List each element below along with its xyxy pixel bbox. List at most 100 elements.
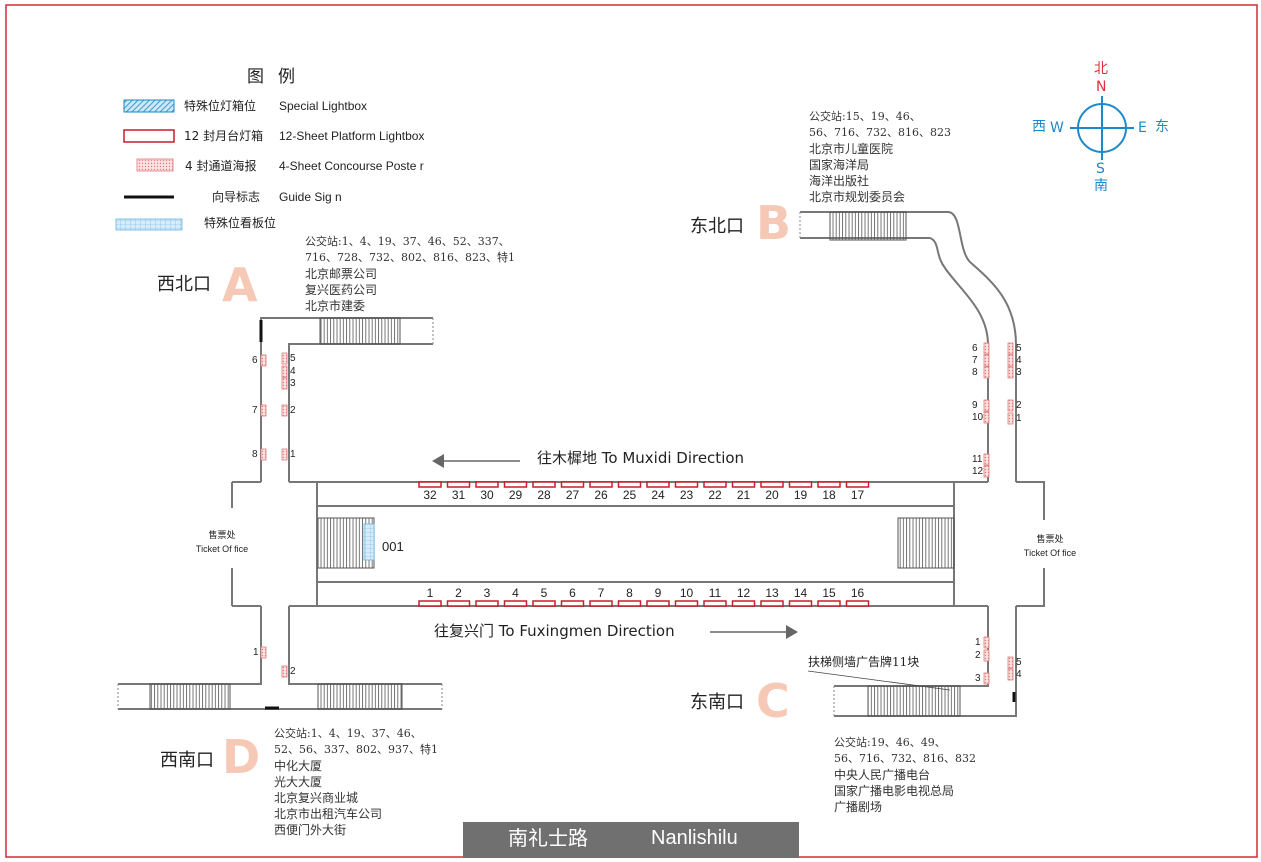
exit-a-landmark: 北京市建委	[305, 299, 366, 313]
corridor-b-right-poster-2	[1007, 399, 1014, 412]
platform-lightbox-29	[503, 481, 528, 488]
arrow-left-icon	[432, 454, 444, 468]
station-bar	[463, 822, 799, 858]
station-name-en: Nanlishilu	[651, 827, 738, 849]
corridor-c-left-number-3: 3	[975, 673, 981, 684]
legend-special-board-cn: 特殊位看板位	[204, 216, 277, 230]
platform-number-11: 11	[708, 586, 722, 600]
platform-number-24: 24	[651, 488, 665, 502]
platform-lightbox-19	[788, 481, 813, 488]
platform-number-27: 27	[565, 488, 580, 502]
legend-special-lightbox-swatch	[123, 99, 175, 113]
platform-number-25: 25	[622, 488, 637, 502]
compass-west-cn: 西	[1032, 119, 1046, 135]
platform-number-8: 8	[626, 586, 633, 600]
exit-b-bus-info: 公交站:15、19、46、 56、716、732、816、823 北京市儿童医院…	[809, 109, 951, 205]
platform-number-3: 3	[483, 586, 491, 600]
exit-b-landmark: 北京市儿童医院	[809, 142, 894, 156]
exit-openings	[117, 212, 835, 716]
arrow-right-icon	[786, 625, 798, 639]
platform-lightbox-28	[532, 481, 556, 488]
platform-number-26: 26	[594, 488, 608, 502]
legend-special-board-swatch	[115, 218, 183, 231]
platform-lightbox-27	[560, 481, 585, 488]
legend-platform-lightbox-en: 12-Sheet Platform Lightbox	[279, 129, 425, 143]
platform-lightboxes-top	[418, 481, 870, 488]
platform-lightbox-14	[788, 600, 813, 607]
platform-lightboxes-bottom	[418, 600, 870, 607]
platform-lightbox-24	[646, 481, 670, 488]
platform-lightbox-12	[731, 600, 756, 607]
platform-number-13: 13	[765, 586, 779, 600]
platform-lightbox-20	[760, 481, 784, 488]
platform-lightbox-30	[475, 481, 499, 488]
corridor-a-right-number-5: 5	[290, 353, 296, 364]
legend-platform-lightbox-swatch	[123, 129, 175, 143]
corridor-b-left-number-10: 10	[972, 412, 984, 423]
corridor-b-left-number-7: 7	[972, 355, 978, 366]
platform-lightbox-10	[674, 600, 699, 607]
platform-number-9: 9	[654, 586, 662, 600]
platform-lightbox-18	[817, 481, 841, 488]
direction-arrows	[432, 454, 798, 639]
direction-fuxingmen: 往复兴门 To Fuxingmen Direction	[434, 622, 675, 640]
exit-d-bus-line: 52、56、337、802、937、特1	[274, 743, 438, 756]
compass-icon	[1070, 96, 1134, 160]
ticket-office-west: 售票处 Ticket Of fice	[188, 530, 256, 556]
ticket-office-east-cn: 售票处	[1036, 535, 1064, 545]
exit-b-letter: B	[756, 196, 792, 250]
corridor-a-right-poster-2	[281, 404, 288, 417]
platform-lightbox-6	[560, 600, 585, 607]
exit-c-name: 东南口	[690, 692, 744, 713]
platform-lightbox-7	[589, 600, 613, 607]
legend-guide-sign-cn: 向导标志	[212, 190, 261, 204]
legend-special-lightbox-en: Special Lightbox	[279, 99, 368, 113]
exit-a-bus-line: 公交站:1、4、19、37、46、52、337、	[305, 235, 510, 248]
exit-c-bus-line: 56、716、732、816、832	[834, 752, 976, 765]
corridor-c-left-number-1: 1	[975, 637, 981, 648]
platform-number-14: 14	[793, 586, 808, 600]
corridor-b-left-poster-9	[983, 399, 990, 412]
ticket-office-east-en: Ticket Of fice	[1023, 548, 1077, 558]
exit-d-bus-line: 公交站:1、4、19、37、46、	[274, 727, 422, 740]
escalators	[149, 211, 961, 717]
exit-a-letter: A	[222, 258, 258, 312]
compass-south: S	[1096, 161, 1105, 177]
corridor-a-right-number-4: 4	[290, 366, 296, 377]
platform-lightbox-9	[646, 600, 670, 607]
corridor-b-left-number-12: 12	[972, 466, 984, 477]
exit-d-landmark: 北京市出租汽车公司	[274, 807, 383, 821]
platform-number-18: 18	[822, 488, 836, 502]
platform-lightbox-3	[475, 600, 499, 607]
exit-c-landmark: 广播剧场	[834, 800, 883, 814]
corridor-c-left-poster-3	[983, 672, 990, 685]
corridor-b-right-number-3: 3	[1016, 367, 1022, 378]
platform-number-1: 1	[426, 586, 434, 600]
platform-lightbox-4	[503, 600, 528, 607]
corridor-b-left-poster-7	[983, 354, 990, 367]
corridor-c-right-number-5: 5	[1016, 657, 1022, 668]
exit-a-bus-info: 公交站:1、4、19、37、46、52、337、 716、728、732、802…	[305, 234, 515, 314]
platform-lightbox-23	[674, 481, 699, 488]
corridor-c-left-number-2: 2	[975, 650, 981, 661]
platform-number-17: 17	[850, 488, 865, 502]
exit-a-landmark: 复兴医药公司	[305, 283, 378, 297]
escalator-note: 扶梯侧墙广告牌11块	[808, 655, 920, 669]
legend-concourse-poster-cn: 4 封通道海报	[185, 159, 257, 173]
legend-special-lightbox-cn: 特殊位灯箱位	[184, 99, 257, 113]
corridor-a-right-poster-4	[281, 365, 288, 378]
exit-d-landmark: 北京复兴商业城	[274, 791, 359, 805]
corridor-a-right-number-1: 1	[290, 449, 296, 460]
corridor-a-left-number-7: 7	[252, 405, 258, 416]
exit-a-landmark: 北京邮票公司	[305, 267, 378, 281]
platform-lightbox-16	[845, 600, 870, 607]
platform-number-12: 12	[736, 586, 751, 600]
corridor-a-left-number-6: 6	[252, 355, 258, 366]
escalator-d-right	[317, 683, 403, 710]
platform-lightbox-32	[418, 481, 442, 488]
corridor-b-left-number-6: 6	[972, 343, 978, 354]
corridor-c-right-number-4: 4	[1016, 669, 1022, 680]
legend-concourse-poster-en: 4-Sheet Concourse Poste r	[279, 159, 424, 173]
corridor-b-left-poster-10	[983, 411, 990, 424]
